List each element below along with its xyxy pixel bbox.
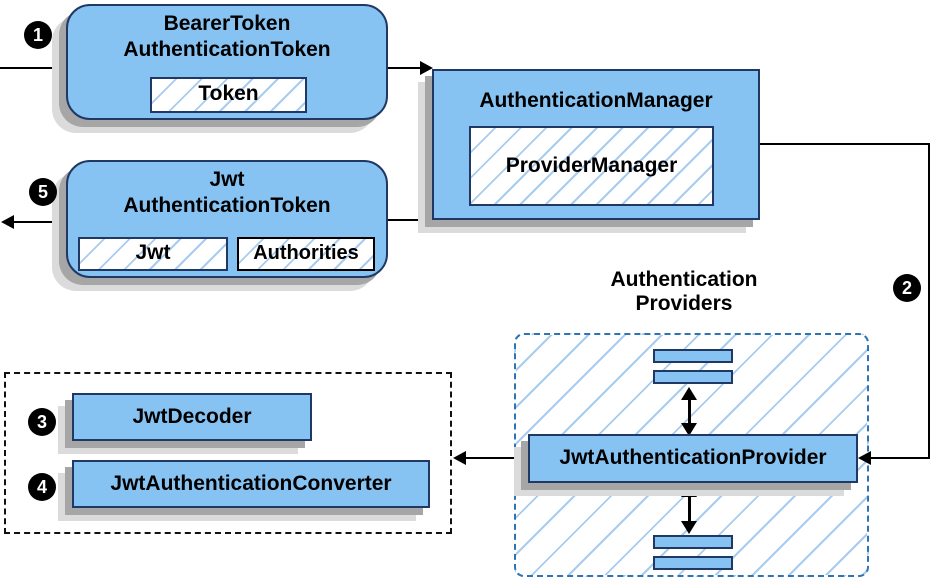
arrow-to-manager-head	[420, 61, 433, 75]
provider-connector-top-uphead	[681, 387, 697, 400]
bearer-token-title-line1: BearerToken	[163, 12, 291, 35]
provider-connector-bottom-uphead	[681, 484, 697, 497]
provider-connector-top-line	[688, 398, 691, 426]
step-2-badge: 2	[893, 274, 921, 302]
arrow-manager-to-jwt-token-line	[388, 219, 432, 221]
provider-connector-top-downhead	[681, 423, 697, 436]
provider-placeholder-bar-4	[653, 556, 733, 570]
authentication-manager-title: AuthenticationManager	[479, 89, 713, 112]
token-field	[150, 77, 307, 113]
authorities-field-label: Authorities	[253, 242, 359, 264]
arrow-step2-segment-right	[928, 143, 930, 459]
jwt-token-title-line1: Jwt	[209, 168, 245, 191]
jwt-decoder-node	[72, 393, 312, 441]
provider-manager-label: ProviderManager	[505, 154, 678, 177]
jwt-token-title-line2: AuthenticationToken	[123, 194, 331, 217]
arrow-step2-segment-top	[760, 143, 930, 145]
jwt-decoder-label: JwtDecoder	[132, 405, 252, 428]
provider-connector-bottom-line	[688, 495, 691, 523]
jwt-authentication-provider-node	[528, 434, 858, 483]
arrow-step2-head	[858, 451, 871, 465]
jwt-field-label: Jwt	[135, 241, 171, 264]
token-field-label: Token	[198, 82, 259, 105]
provider-placeholder-bar-1	[653, 349, 733, 363]
jwt-field	[78, 237, 228, 271]
arrow-step1-line	[0, 67, 66, 69]
jwt-authentication-provider-label: JwtAuthenticationProvider	[559, 446, 827, 469]
arrow-step5-head	[1, 215, 14, 229]
provider-placeholder-bar-3	[653, 535, 733, 549]
resolvers-group	[4, 372, 452, 534]
bearer-token-title-line2: AuthenticationToken	[123, 38, 331, 61]
authentication-providers-heading-line2: Providers	[635, 292, 733, 315]
jwt-authentication-converter-label: JwtAuthenticationConverter	[110, 472, 392, 495]
step-4-badge: 4	[28, 473, 56, 501]
jwt-authentication-converter-node	[72, 460, 430, 508]
authorities-field	[237, 237, 375, 271]
arrow-to-resolvers-head	[453, 451, 466, 465]
arrow-step2-segment-bottom	[870, 457, 928, 459]
authentication-providers-heading-line1: Authentication	[610, 268, 758, 291]
arrow-to-resolvers-line	[465, 457, 528, 459]
step-1-badge: 1	[24, 21, 52, 49]
arrow-to-manager-line	[388, 67, 422, 69]
arrow-step5-out-line	[12, 221, 66, 223]
provider-placeholder-bar-2	[653, 370, 733, 384]
provider-manager-field	[469, 126, 714, 206]
step-5-badge: 5	[29, 178, 57, 206]
step-3-badge: 3	[28, 408, 56, 436]
provider-connector-bottom-downhead	[681, 521, 697, 534]
